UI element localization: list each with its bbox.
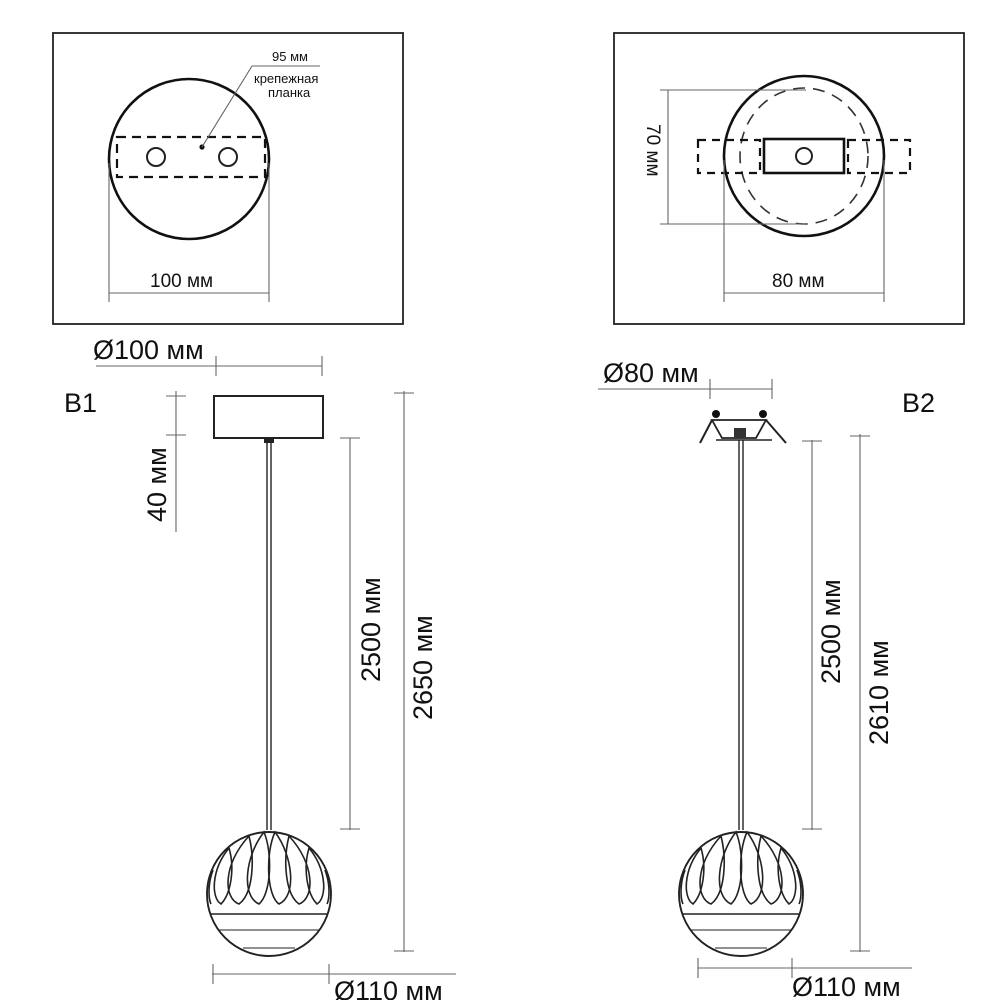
cable-grip-b1 bbox=[264, 438, 274, 443]
center-screw-hole bbox=[795, 147, 813, 165]
screw-hole-left bbox=[146, 147, 166, 167]
spring-clip-left bbox=[696, 138, 762, 175]
canopy-circle-b2 bbox=[722, 74, 886, 238]
screw-hole-right bbox=[218, 147, 238, 167]
variant-label-b1: B1 bbox=[64, 388, 97, 418]
globe-shade-b1 bbox=[206, 830, 332, 957]
label-cable-length-b1: 2500 мм bbox=[356, 577, 386, 682]
label-canopy-height-b1: 40 мм bbox=[142, 447, 172, 522]
frame-top-left bbox=[52, 32, 404, 325]
canopy-b1 bbox=[213, 395, 324, 439]
top-view-b1: 95 мм крепежная планка 100 мм bbox=[52, 32, 404, 325]
label-bracket-line2: планка bbox=[268, 85, 311, 100]
label-canopy-diameter-b1: Ø100 мм bbox=[93, 335, 204, 365]
bracket-leader-line bbox=[201, 65, 253, 148]
label-total-height-b2: 2610 мм bbox=[864, 640, 894, 745]
mounting-plate-b2 bbox=[762, 137, 846, 175]
label-80mm: 80 мм bbox=[772, 271, 825, 292]
recessed-canopy-b2 bbox=[699, 410, 787, 444]
top-view-b2: 70 мм 80 мм bbox=[613, 32, 965, 325]
label-95mm: 95 мм bbox=[272, 49, 308, 64]
side-view-b1: B1 Ø100 мм 40 мм bbox=[64, 335, 456, 1000]
frame-top-right bbox=[613, 32, 965, 325]
label-bracket-line1: крепежная bbox=[254, 71, 318, 86]
label-shade-diameter-b2: Ø110 мм bbox=[792, 972, 901, 1000]
globe-shade-b2 bbox=[678, 830, 804, 957]
canopy-circle-b1 bbox=[107, 77, 271, 241]
label-100mm: 100 мм bbox=[150, 271, 213, 292]
spring-clip-right bbox=[846, 138, 912, 175]
label-70mm: 70 мм bbox=[642, 124, 663, 177]
label-canopy-diameter-b2: Ø80 мм bbox=[603, 358, 699, 388]
side-view-b2: B2 Ø80 мм bbox=[598, 358, 935, 1000]
mounting-bracket-b1 bbox=[115, 135, 267, 179]
label-shade-diameter-b1: Ø110 мм bbox=[334, 976, 443, 1000]
variant-label-b2: B2 bbox=[902, 388, 935, 418]
label-total-height-b1: 2650 мм bbox=[408, 615, 438, 720]
label-cable-length-b2: 2500 мм bbox=[816, 579, 846, 684]
